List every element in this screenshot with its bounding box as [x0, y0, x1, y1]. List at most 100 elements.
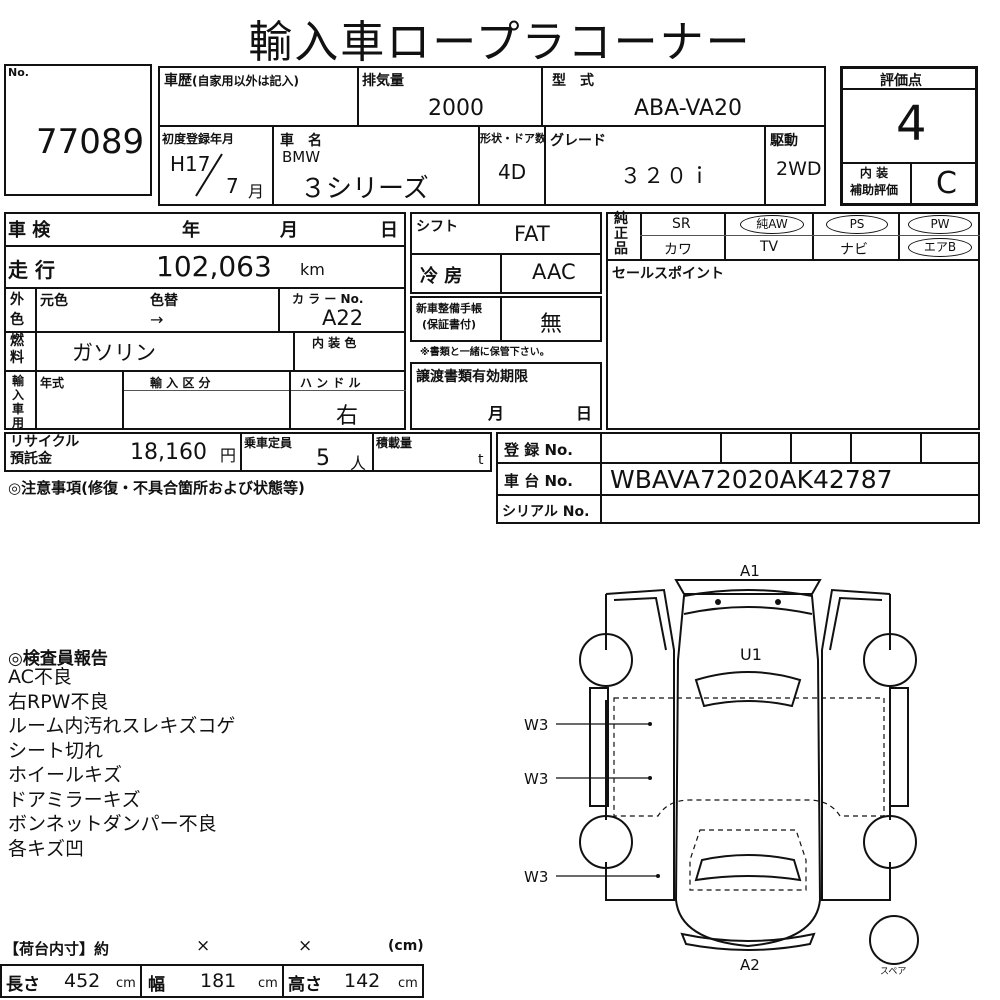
- report-line: ボンネットダンパー不良: [8, 813, 217, 835]
- handle-label: ハ ン ド ル: [300, 376, 361, 390]
- wheel-front-left: [579, 633, 633, 687]
- first-registration-month-unit: 月: [248, 182, 265, 201]
- mileage-value: 102,063: [156, 250, 272, 283]
- rear-bumper: [680, 932, 816, 951]
- rating-value: 4: [896, 96, 927, 152]
- recycle-unit: 円: [220, 446, 237, 465]
- cargo-width-label: 幅: [148, 975, 165, 995]
- car-body: [674, 589, 822, 948]
- equipment-ps: PS: [826, 215, 888, 234]
- equipment-airbag: エアB: [908, 238, 972, 257]
- windshield: [694, 671, 802, 708]
- recycle-value: 18,160: [130, 440, 207, 465]
- warranty-label: 新車整備手帳(保証書付): [416, 302, 482, 331]
- cargo-grid: [0, 964, 424, 998]
- report-line: 各キズ凹: [8, 837, 85, 860]
- report-lines: AC不良 右RPW不良 ルーム内汚れスレキズコゲ シート切れ ホイールキズ ドア…: [8, 665, 235, 861]
- rating-label: 評価点: [880, 73, 922, 89]
- warranty-box: [410, 296, 602, 342]
- transfer-box: [410, 362, 602, 430]
- mileage-unit: km: [300, 260, 325, 279]
- inspection-month: 月: [280, 220, 298, 241]
- cargo-height-unit: cm: [398, 976, 418, 991]
- cargo-length-label: 長さ: [6, 975, 40, 995]
- first-registration-label: 初度登録年月: [162, 132, 235, 146]
- report-line: 右RPW不良: [8, 690, 109, 713]
- report-line: ルーム内汚れスレキズコゲ: [8, 715, 236, 737]
- report-title: ◎検査員報告: [8, 649, 108, 669]
- equipment-navi: ナビ: [840, 242, 868, 258]
- import-year-label: 年式: [40, 376, 65, 390]
- interior-rating-value: C: [936, 166, 957, 201]
- changed-color-label: 色替: [150, 293, 178, 309]
- warranty-value: 無: [540, 312, 563, 337]
- wheel-rear-left: [579, 815, 633, 869]
- color-code-value: A22: [322, 306, 364, 330]
- registration-grid: [496, 432, 980, 524]
- body-label: 形状・ドア数: [480, 132, 546, 145]
- first-registration-month: 7: [226, 174, 239, 198]
- load-unit: t: [478, 452, 484, 468]
- fuel-value: ガソリン: [72, 341, 156, 365]
- diagram-label-w3-middle: W3: [524, 770, 549, 788]
- cargo-height-value: 142: [344, 970, 381, 992]
- equipment-grid: [606, 212, 980, 430]
- color-label: 外色: [10, 292, 24, 328]
- warranty-note: ※書類と一緒に保管下さい。: [420, 347, 550, 358]
- report-line: シート切れ: [8, 739, 104, 762]
- lot-number: 77089: [36, 122, 145, 162]
- page-title: 輸入車ロープラコーナー: [248, 17, 752, 68]
- cargo-height-label: 高さ: [288, 975, 322, 995]
- transfer-label: 譲渡書類有効期限: [416, 369, 528, 385]
- wheel-rear-right: [863, 815, 917, 869]
- grade-label: グレード: [550, 133, 606, 149]
- capacity-unit: 人: [350, 454, 367, 473]
- serial-label: シリアル No.: [502, 504, 590, 520]
- car-name-value: ３シリーズ: [300, 174, 429, 204]
- front-bumper: [674, 579, 822, 595]
- equipment-tv: TV: [760, 239, 779, 255]
- spare-tire-icon: [869, 915, 919, 965]
- capacity-label: 乗車定員: [244, 436, 293, 450]
- drive-value: 2WD: [776, 158, 822, 180]
- chassis-label: 車 台 No.: [504, 472, 574, 490]
- lot-box: [4, 64, 152, 196]
- recycle-grid: [4, 432, 492, 472]
- original-color-label: 元色: [40, 293, 68, 309]
- cargo-unit-label: (cm): [388, 938, 424, 954]
- fuel-label: 燃料: [10, 333, 24, 366]
- diagram-label-w3-front: W3: [524, 716, 549, 734]
- equipment-sr: SR: [672, 216, 691, 232]
- car-name-label: 車 名: [280, 133, 322, 149]
- vehicle-details-grid: [4, 212, 406, 430]
- diagram-label-a1: A1: [740, 562, 760, 580]
- interior-rating-label: 内 装補助評価: [850, 166, 899, 197]
- mileage-label: 走 行: [8, 258, 55, 282]
- cargo-length-unit: cm: [116, 976, 136, 991]
- model-type-label: 型 式: [552, 73, 594, 89]
- shift-value: FAT: [514, 222, 550, 246]
- displacement-value: 2000: [428, 96, 484, 121]
- cargo-times-1: ×: [196, 936, 211, 956]
- transfer-day: 日: [576, 404, 593, 423]
- equipment-leather: カワ: [664, 242, 692, 258]
- cargo-times-2: ×: [298, 936, 313, 956]
- left-side-panels: [605, 588, 675, 901]
- import-label: 輸入車用: [12, 374, 25, 430]
- car-maker: BMW: [282, 148, 321, 166]
- inspection-year: 年: [182, 220, 200, 241]
- equipment-label: 純正品: [614, 211, 628, 257]
- color-arrow: →: [150, 310, 164, 329]
- top-info-grid: [158, 66, 826, 206]
- inspection-day: 日: [380, 220, 398, 241]
- right-sill: [889, 687, 909, 807]
- diagram-label-spare: スペア: [880, 967, 907, 977]
- report-line: AC不良: [8, 666, 72, 688]
- report-line: ホイールキズ: [8, 764, 123, 786]
- equipment-pw: PW: [908, 215, 972, 234]
- registration-label: 登 録 No.: [504, 441, 574, 459]
- left-sill: [589, 687, 609, 807]
- displacement-label: 排気量: [362, 73, 404, 89]
- cargo-width-value: 181: [200, 970, 237, 992]
